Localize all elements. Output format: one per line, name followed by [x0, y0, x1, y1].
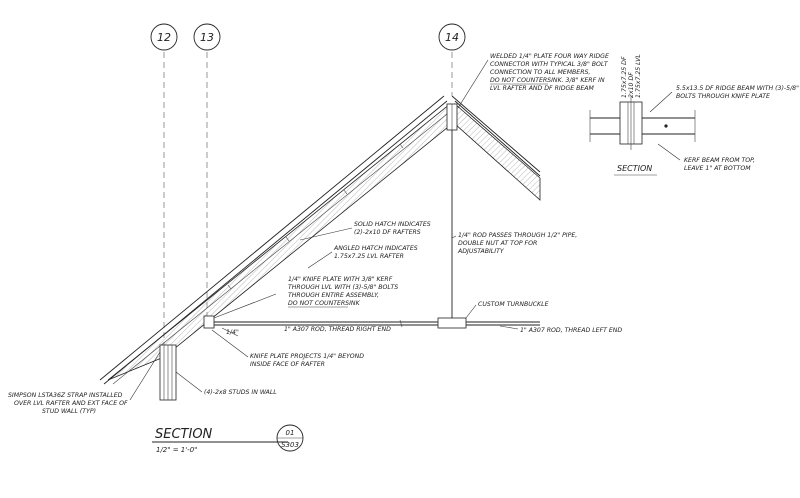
- note-rod-right-end: 1" A307 ROD, THREAD RIGHT END: [284, 326, 391, 333]
- main-section-scale-text: 1/2" = 1'-0": [156, 446, 197, 454]
- note-simpson-line-1: SIMPSON LSTA36Z STRAP INSTALLED: [8, 392, 123, 399]
- note-angled-hatch-line-1: ANGLED HATCH INDICATES: [333, 245, 418, 252]
- grid-bubble-14-label: 14: [445, 31, 459, 44]
- note-simpson: SIMPSON LSTA36Z STRAP INSTALLED OVER LVL…: [8, 392, 128, 415]
- note-angled-hatch: ANGLED HATCH INDICATES 1.75x7.25 LVL RAF…: [333, 245, 418, 260]
- note-studs-text: (4)-2x8 STUDS IN WALL: [204, 389, 277, 396]
- grid-bubble-12: 12: [150, 23, 178, 51]
- ridge-connector: [446, 103, 458, 131]
- note-ridge-connector-line-3: CONNECTION TO ALL MEMBERS,: [490, 69, 590, 76]
- left-rafter: [99, 95, 454, 385]
- note-ridge-beam-line-2: BOLTS THROUGH KNIFE PLATE: [676, 93, 770, 100]
- grid-bubble-12-label: 12: [157, 31, 171, 44]
- dimension-quarter-inch-text: 1/4": [226, 329, 239, 336]
- grid-bubble-14: 14: [438, 23, 466, 51]
- note-solid-hatch-line-2: (2)-2x10 DF RAFTERS: [354, 229, 421, 236]
- detail-section-title-text: SECTION: [617, 164, 652, 173]
- note-knife-plate: 1/4" KNIFE PLATE WITH 3/8" KERF THROUGH …: [288, 276, 398, 308]
- note-studs: (4)-2x8 STUDS IN WALL: [204, 389, 277, 396]
- detail-vertical-label-1: 1.75x7.25 DF: [621, 56, 628, 98]
- note-ridge-connector: WELDED 1/4" PLATE FOUR WAY RIDGE CONNECT…: [490, 53, 609, 92]
- note-ridge-beam-line-1: 5.5x13.5 DF RIDGE BEAM WITH (3)-5/8": [676, 85, 799, 92]
- note-turnbuckle-text: CUSTOM TURNBUCKLE: [478, 301, 549, 308]
- detail-vertical-label-2: 2x10 DF: [628, 72, 635, 98]
- note-rod-pipe: 1/4" ROD PASSES THROUGH 1/2" PIPE, DOUBL…: [457, 232, 577, 255]
- dimension-quarter-inch: 1/4": [226, 329, 239, 336]
- right-rafter: [451, 95, 541, 201]
- note-knife-plate-line-2: THROUGH LVL WITH (3)-5/8" BOLTS: [288, 284, 398, 291]
- note-ridge-beam: 5.5x13.5 DF RIDGE BEAM WITH (3)-5/8" BOL…: [676, 85, 799, 100]
- note-knife-plate-line-1: 1/4" KNIFE PLATE WITH 3/8" KERF: [288, 276, 393, 283]
- stud-wall: [159, 344, 177, 401]
- leader-lines: [129, 59, 673, 401]
- section-marker-sheet: S303: [281, 441, 299, 449]
- note-turnbuckle: CUSTOM TURNBUCKLE: [478, 301, 549, 308]
- note-simpson-line-2: OVER LVL RAFTER AND EXT FACE OF: [14, 400, 128, 407]
- knife-plate: [203, 315, 215, 329]
- detail-section-title: SECTION: [614, 164, 657, 176]
- detail-vertical-label-3: 1.75x7.25 LVL: [635, 54, 642, 98]
- note-ridge-connector-line-5: LVL RAFTER AND DF RIDGE BEAM: [490, 85, 595, 92]
- note-kerf-beam-line-2: LEAVE 1" AT BOTTOM: [684, 165, 751, 172]
- note-kerf-beam-line-1: KERF BEAM FROM TOP,: [684, 157, 755, 164]
- grid-bubble-13: 13: [193, 23, 221, 51]
- section-marker-number: 01: [286, 429, 295, 437]
- note-rod-pipe-line-2: DOUBLE NUT AT TOP FOR: [458, 240, 537, 247]
- note-kerf-beam: KERF BEAM FROM TOP, LEAVE 1" AT BOTTOM: [684, 157, 755, 172]
- ridge-detail: [589, 96, 696, 161]
- main-section-title-text: SECTION: [155, 427, 213, 442]
- note-knife-projects-line-2: INSIDE FACE OF RAFTER: [250, 361, 325, 368]
- note-simpson-line-3: STUD WALL (TYP): [42, 408, 96, 415]
- note-ridge-connector-line-2: CONNECTOR WITH TYPICAL 3/8" BOLT: [490, 61, 609, 68]
- note-rod-right-end-text: 1" A307 ROD, THREAD RIGHT END: [284, 326, 391, 333]
- note-solid-hatch-line-1: SOLID HATCH INDICATES: [354, 221, 431, 228]
- note-knife-projects: KNIFE PLATE PROJECTS 1/4" BEYOND INSIDE …: [250, 353, 364, 368]
- note-rod-pipe-line-1: 1/4" ROD PASSES THROUGH 1/2" PIPE,: [458, 232, 577, 239]
- note-rod-pipe-line-3: ADJUSTABILITY: [457, 248, 505, 255]
- ridge-detail-vertical-labels: 1.75x7.25 DF 2x10 DF 1.75x7.25 LVL: [621, 54, 642, 98]
- turnbuckle: [437, 317, 467, 329]
- main-section-title: SECTION 1/2" = 1'-0": [152, 427, 288, 454]
- note-rod-left-end: 1" A307 ROD, THREAD LEFT END: [520, 327, 622, 334]
- grid-bubble-13-label: 13: [200, 31, 214, 44]
- note-knife-projects-line-1: KNIFE PLATE PROJECTS 1/4" BEYOND: [250, 353, 364, 360]
- note-knife-plate-line-3: THROUGH ENTIRE ASSEMBLY,: [288, 292, 379, 299]
- note-ridge-connector-line-4: DO NOT COUNTERSINK. 3/8" KERF IN: [490, 77, 605, 84]
- note-knife-plate-line-4: DO NOT COUNTERSINK: [288, 300, 361, 307]
- note-angled-hatch-line-2: 1.75x7.25 LVL RAFTER: [334, 253, 404, 260]
- tie-rod: [212, 319, 540, 328]
- note-rod-left-end-text: 1" A307 ROD, THREAD LEFT END: [520, 327, 622, 334]
- section-marker: 01 S303: [276, 424, 304, 452]
- note-solid-hatch: SOLID HATCH INDICATES (2)-2x10 DF RAFTER…: [354, 221, 431, 236]
- note-ridge-connector-line-1: WELDED 1/4" PLATE FOUR WAY RIDGE: [490, 53, 609, 60]
